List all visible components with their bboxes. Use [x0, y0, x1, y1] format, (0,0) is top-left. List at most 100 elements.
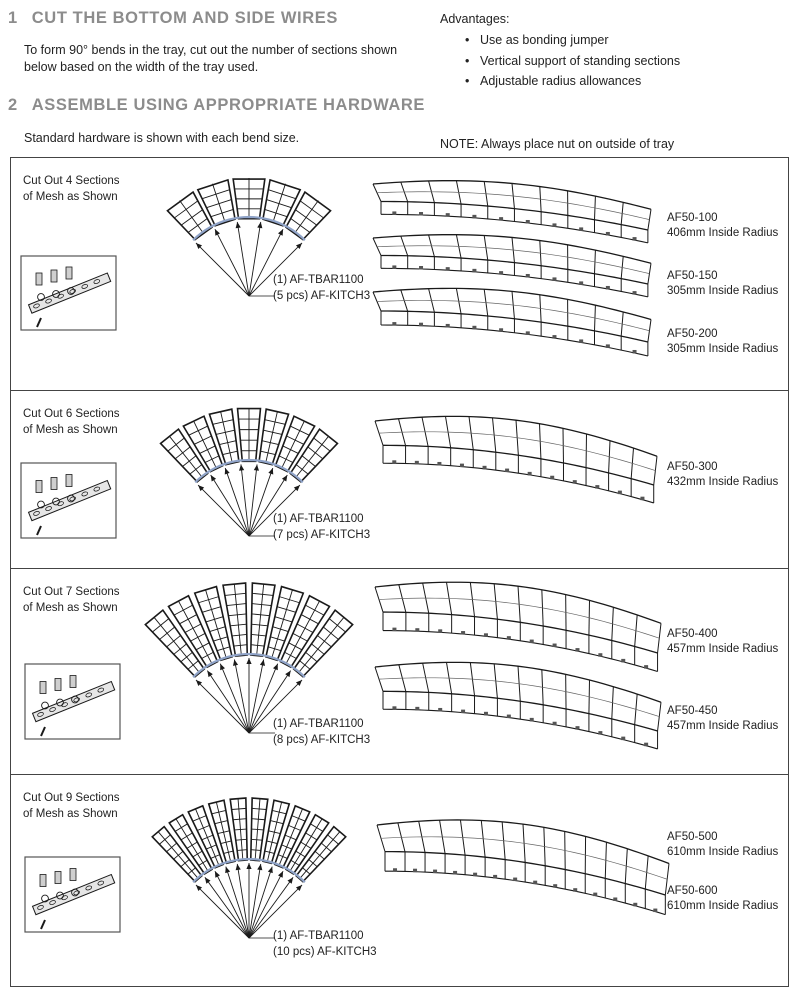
tray-clip: [483, 633, 488, 637]
mesh-wire: [237, 798, 244, 861]
mesh-wire: [179, 200, 204, 234]
radius-arrow: [248, 663, 279, 734]
model-label: AF50-150 305mm Inside Radius: [667, 269, 778, 298]
tray-clip: [505, 468, 510, 473]
arrow-head: [287, 877, 294, 884]
mesh-wire: [278, 808, 303, 867]
nut-icon: [71, 695, 79, 704]
arrow-head: [257, 863, 263, 871]
tray-clip: [529, 639, 534, 644]
tray-clip: [527, 471, 532, 476]
tray-clip: [605, 344, 610, 348]
radius-arrow: [214, 228, 250, 297]
tray-clip: [499, 328, 504, 332]
mesh-wire: [271, 589, 293, 659]
bolt-tail: [40, 726, 46, 737]
tray-clip: [459, 463, 464, 468]
model-code: AF50-200: [667, 328, 718, 340]
tray-clip: [419, 266, 424, 270]
tbar-slot: [73, 697, 80, 703]
model-label: AF50-600 610mm Inside Radius: [667, 884, 778, 913]
step1-number: 1: [8, 9, 18, 27]
bolt-tail: [40, 919, 46, 930]
bend-diagram: [24, 797, 670, 939]
advantage-item: Use as bonding jumper: [465, 30, 680, 51]
radius-arrow: [195, 884, 250, 939]
tray-clip: [605, 285, 610, 290]
hardware-inset: [20, 255, 117, 331]
nut-icon: [52, 290, 60, 298]
tray-clip: [552, 721, 557, 726]
step1-text: To form 90° bends in the tray, cut out t…: [24, 42, 397, 76]
radius-arrow: [210, 474, 250, 537]
advantages-list: Use as bonding jumper Vertical support o…: [440, 30, 680, 92]
arrow-head: [235, 221, 241, 229]
fan-diagram: [159, 407, 339, 537]
cut-instruction: Cut Out 7 Sections of Mesh as Shown: [23, 585, 120, 616]
tray-clip: [595, 485, 600, 489]
bend-line: [192, 215, 306, 241]
radius-arrow: [248, 228, 284, 297]
radius-arrow: [248, 467, 274, 537]
radius-arrow: [236, 863, 250, 939]
tray-long-wire: [378, 677, 660, 717]
tray-clip: [392, 460, 397, 464]
hardware-inset: [24, 663, 121, 740]
hardware-list: (1) AF-TBAR1100 (10 pcs) AF-KITCH3: [273, 929, 377, 960]
tray-clip: [572, 480, 577, 484]
arrow-head: [195, 884, 203, 892]
tray-clip: [414, 460, 419, 465]
tray-cross-wire: [372, 237, 382, 256]
step1-text-line: below based on the width of the tray use…: [24, 60, 259, 74]
tray-clip: [579, 339, 584, 343]
hardware-list: (1) AF-TBAR1100 (8 pcs) AF-KITCH3: [273, 717, 370, 748]
arrow-head: [257, 221, 263, 229]
tray-clip: [632, 349, 637, 354]
tray-long-wire: [378, 597, 660, 639]
bolt-icon: [65, 474, 73, 487]
bolt-icon: [50, 477, 58, 490]
arrow-head: [285, 670, 291, 678]
mesh-wire: [265, 411, 278, 463]
mesh-wire: [175, 818, 209, 872]
tbar-slot: [37, 905, 44, 910]
radius-arrow: [248, 484, 301, 537]
nut-icon: [71, 888, 79, 897]
mesh-section: [159, 428, 209, 483]
tray-long-wire: [380, 836, 668, 880]
model-code: AF50-500: [667, 831, 718, 843]
advantage-item: Vertical support of standing sections: [465, 51, 680, 72]
bolt-icon: [54, 871, 62, 884]
model-code: AF50-300: [667, 461, 718, 473]
tray-clip: [438, 629, 443, 633]
model-radius: 305mm Inside Radius: [667, 342, 779, 355]
mesh-wire: [272, 183, 286, 222]
tray-clip: [461, 709, 466, 714]
tray-clip: [617, 490, 622, 495]
tray-cross-wire: [372, 183, 382, 202]
bolt-icon: [69, 868, 77, 881]
arrow-head: [198, 485, 205, 492]
tray-clip: [529, 717, 534, 722]
tray-clip: [419, 322, 424, 327]
arrow-head: [246, 658, 252, 664]
advantages-heading: Advantages:: [440, 12, 510, 26]
mesh-wire: [195, 808, 220, 867]
mesh-wire: [205, 589, 227, 659]
tray-clip: [392, 706, 397, 710]
tbar-slot: [69, 496, 76, 502]
arrow-head: [214, 229, 220, 236]
model-label: AF50-200 305mm Inside Radius: [667, 327, 778, 356]
mesh-section: [222, 582, 249, 658]
radius-arrow: [214, 870, 250, 939]
radius-arrow: [240, 464, 250, 537]
tbar-slot: [85, 692, 92, 698]
tray-clip: [552, 277, 557, 281]
mesh-section: [274, 415, 316, 473]
cut-line: of Mesh as Shown: [23, 423, 118, 436]
radius-arrow: [225, 866, 250, 939]
arrow-head: [281, 475, 288, 482]
arrow-head: [278, 871, 284, 878]
radius-arrow: [248, 679, 303, 734]
mesh-section: [284, 190, 332, 241]
